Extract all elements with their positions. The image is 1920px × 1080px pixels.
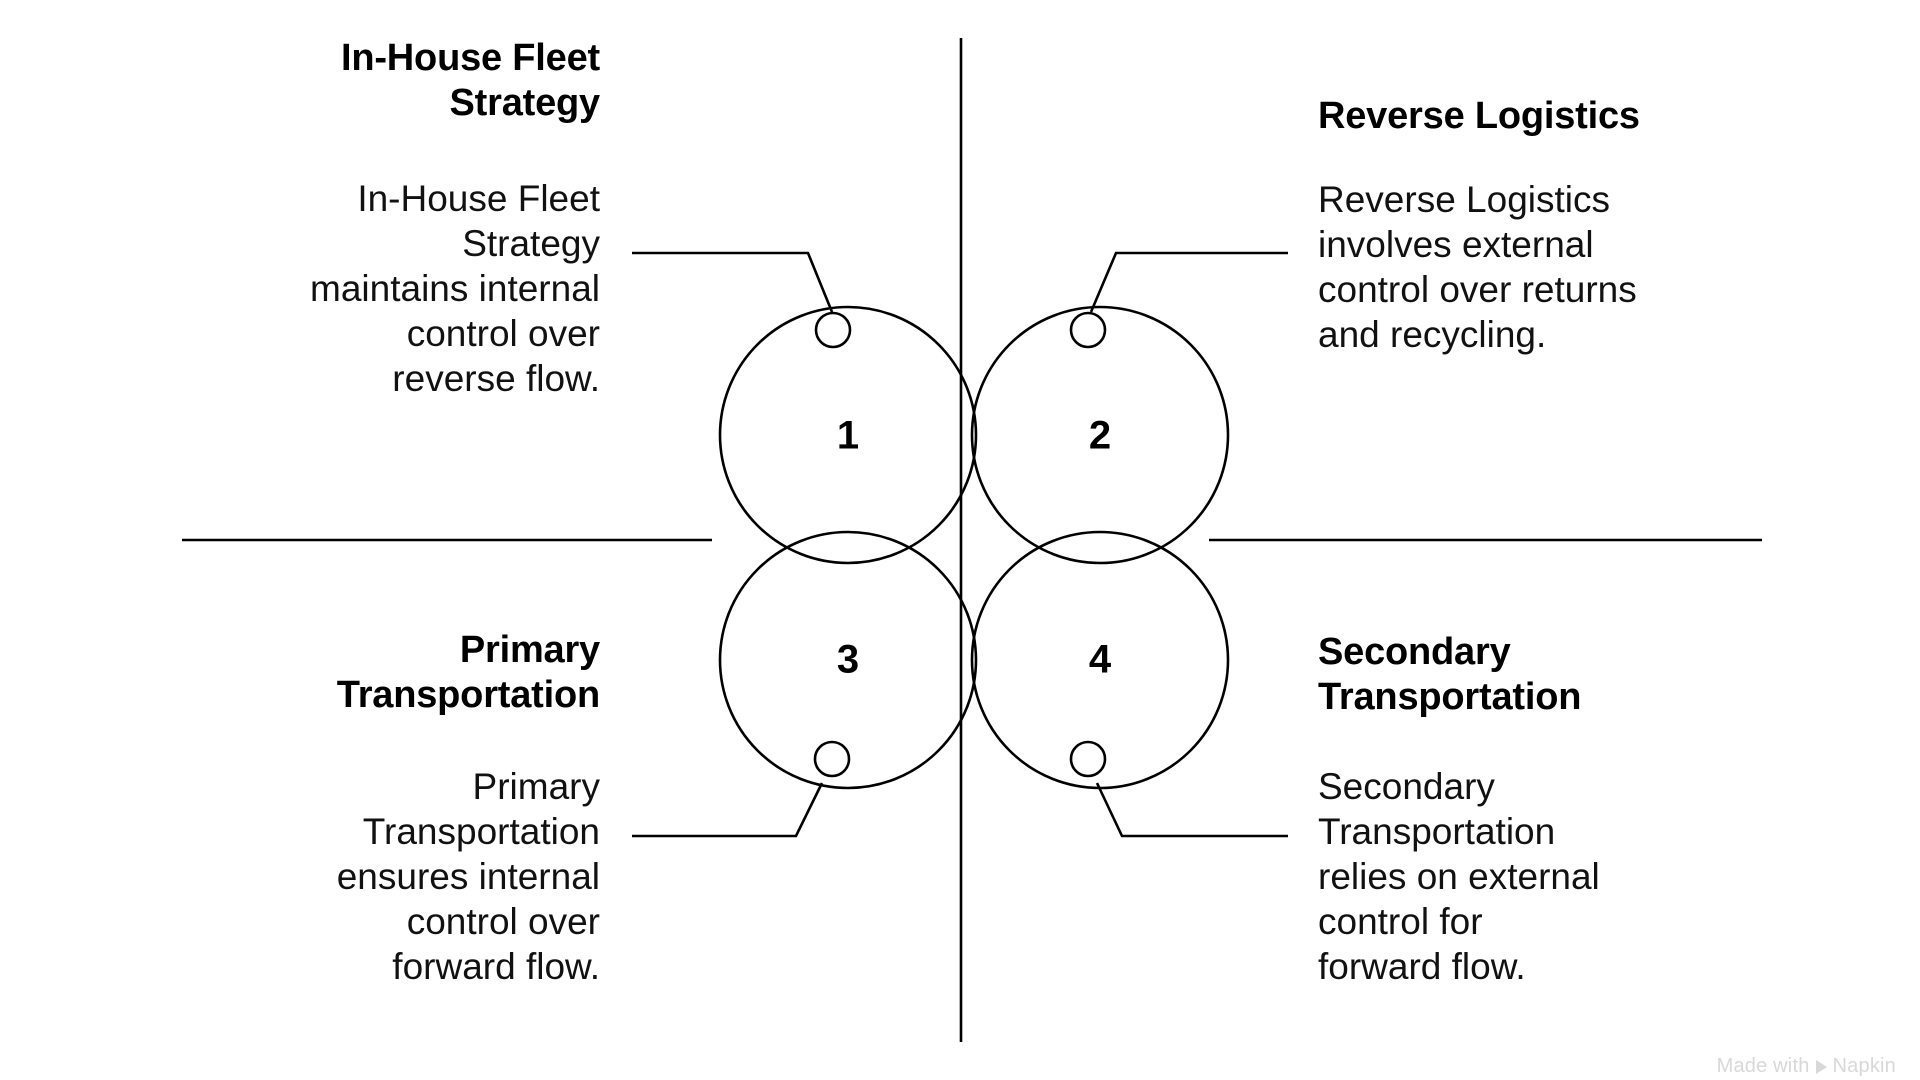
quadrant-top-left-title: In-House Fleet Strategy bbox=[340, 37, 600, 124]
quadrant-top-right-body: Reverse Logistics involves external cont… bbox=[1318, 178, 1637, 356]
leader-line-1 bbox=[632, 251, 834, 313]
quadrant-top-left: In-House Fleet Strategy In-House Fleet S… bbox=[170, 36, 600, 401]
quadrant-bottom-left-body: Primary Transportation ensures internal … bbox=[336, 765, 600, 988]
quadrant-top-right-title: Reverse Logistics bbox=[1318, 95, 1640, 137]
leader-line-3 bbox=[632, 782, 824, 838]
circle-number-4: 4 bbox=[1088, 637, 1112, 682]
circle-3[interactable] bbox=[718, 530, 978, 790]
leader-dot-2 bbox=[1069, 311, 1107, 349]
watermark: Made with Napkin bbox=[1717, 1055, 1896, 1078]
leader-dot-1 bbox=[814, 311, 852, 349]
quadrant-bottom-right-title: Secondary Transportation bbox=[1318, 631, 1582, 718]
leader-line-2 bbox=[1089, 251, 1288, 313]
circle-1[interactable] bbox=[718, 305, 978, 565]
play-icon bbox=[1815, 1059, 1827, 1074]
quadrant-top-right: Reverse Logistics Reverse Logistics invo… bbox=[1318, 94, 1748, 357]
watermark-prefix: Made with bbox=[1716, 1055, 1810, 1077]
quadrant-bottom-left-title: Primary Transportation bbox=[336, 629, 600, 716]
quadrant-bottom-left: Primary Transportation Primary Transport… bbox=[170, 628, 600, 989]
circle-2[interactable] bbox=[970, 305, 1230, 565]
circle-number-2: 2 bbox=[1088, 413, 1112, 458]
watermark-brand: Napkin bbox=[1832, 1055, 1896, 1077]
quadrant-top-left-body: In-House Fleet Strategy maintains intern… bbox=[310, 177, 600, 400]
leader-line-4 bbox=[1095, 782, 1288, 838]
quadrant-bottom-right: Secondary Transportation Secondary Trans… bbox=[1318, 630, 1748, 989]
leader-dot-3 bbox=[813, 740, 851, 778]
circle-number-1: 1 bbox=[836, 413, 860, 458]
quadrant-bottom-right-body: Secondary Transportation relies on exter… bbox=[1318, 765, 1600, 988]
leader-dot-4 bbox=[1069, 740, 1107, 778]
circle-number-3: 3 bbox=[836, 637, 860, 682]
